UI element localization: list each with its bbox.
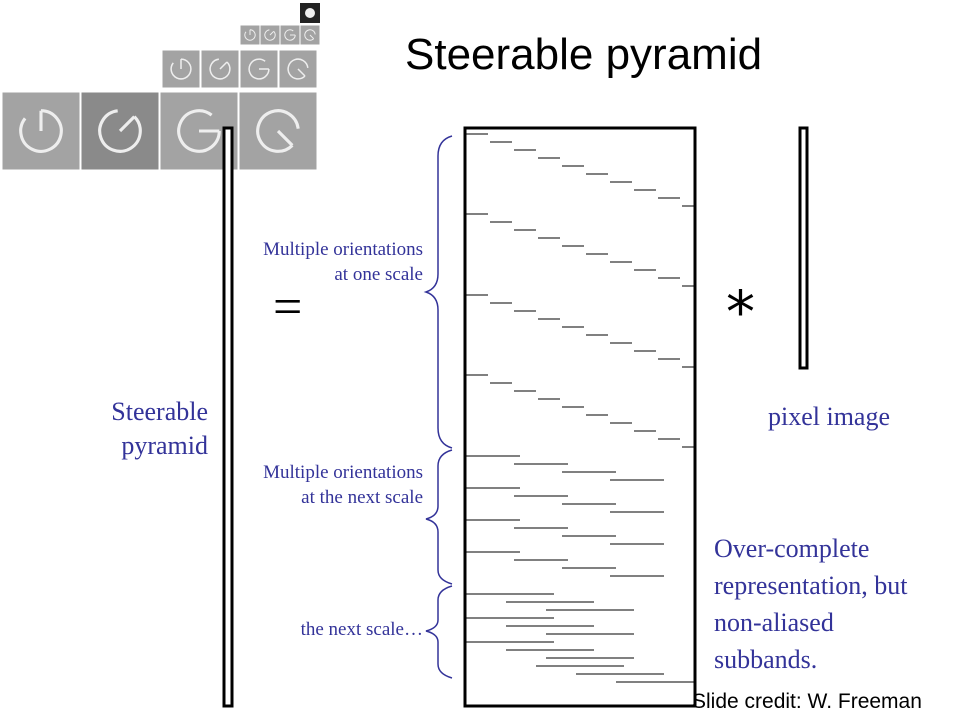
one-scale-label: Multiple orientations at one scale [263, 239, 423, 285]
equals-sign: = [273, 279, 303, 336]
pixel-image-label: pixel image [768, 402, 891, 431]
oriented-filter-shape [244, 29, 256, 41]
steerable-pyramid-label: Steerable pyramid [111, 397, 208, 460]
filter-thumbnail [239, 49, 279, 89]
oriented-filter-shape [284, 29, 296, 41]
slide-title: Steerable pyramid [405, 30, 763, 79]
brace-next-scale [425, 449, 453, 585]
oriented-filter-shape [256, 109, 300, 153]
transform-matrix [463, 126, 697, 708]
brace-following-scale [425, 585, 453, 679]
pyramid-thumbnails [1, 3, 321, 171]
oriented-filter-shape [287, 58, 309, 80]
steerable-pyramid-vector [222, 126, 234, 708]
slide-credit: Slide credit: W. Freeman [692, 690, 922, 713]
brace-one-scale [423, 135, 453, 449]
following-scale-label: the next scale… [300, 619, 423, 640]
oriented-filter-shape [209, 58, 231, 80]
next-scale-label: Multiple orientations at the next scale [263, 462, 423, 508]
oriented-filter-shape [170, 58, 192, 80]
oriented-filter-shape [19, 109, 63, 153]
convolution-operator: * [726, 278, 755, 346]
matrix-filter-rows [466, 133, 694, 683]
filter-thumbnail [278, 49, 318, 89]
pixel-image-vector [798, 126, 809, 370]
oriented-filter-shape [264, 29, 276, 41]
lowpass-blob [305, 8, 315, 18]
oriented-filter-shape [304, 29, 316, 41]
oriented-filter-shape [177, 109, 221, 153]
oriented-filter-shape [248, 58, 270, 80]
overcomplete-note: Over-complete representation, but non-al… [714, 534, 908, 674]
oriented-filter-shape [98, 109, 142, 153]
